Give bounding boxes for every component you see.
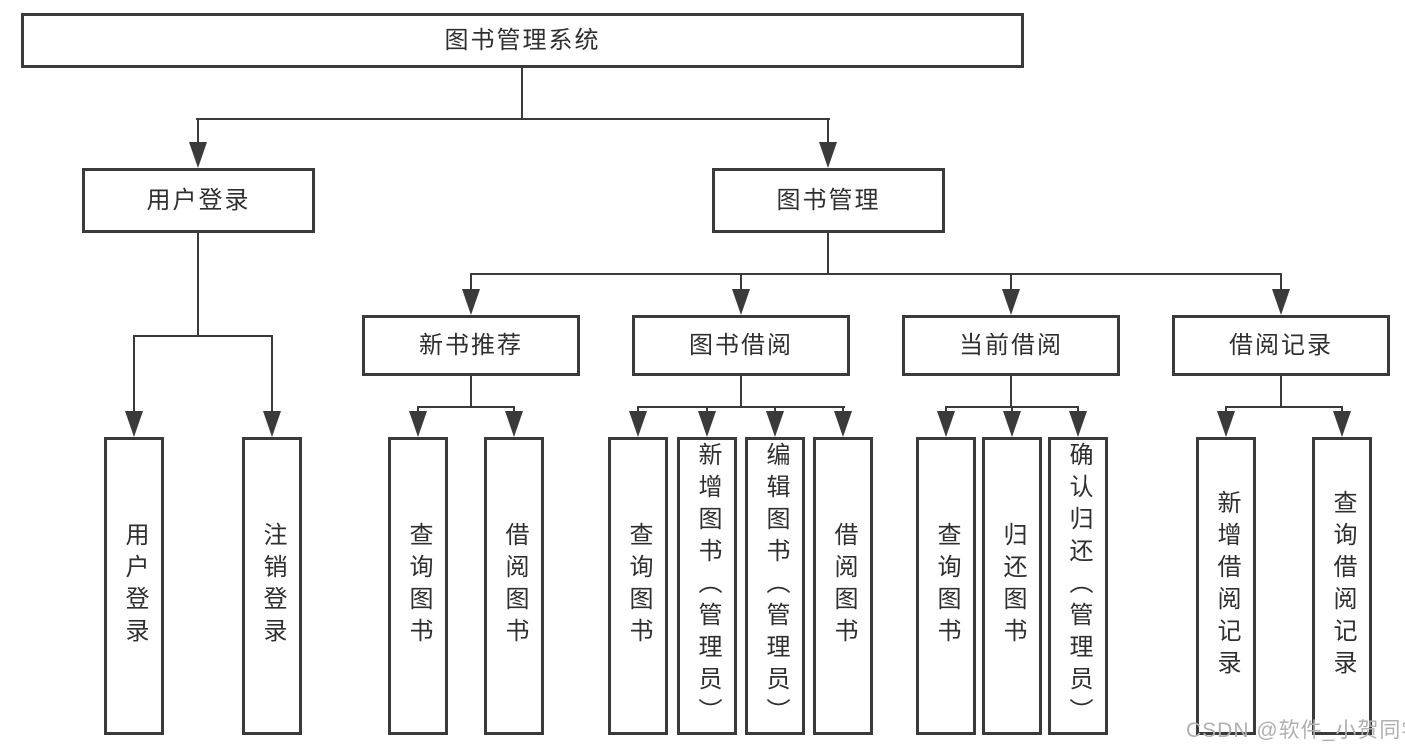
node-leaf-logout: 注销登录 <box>242 437 302 735</box>
node-label: 确认归还（管理员） <box>1065 442 1092 730</box>
connector-line <box>637 406 639 414</box>
node-leaf-query-book-current: 查询图书 <box>916 437 976 735</box>
node-label: 用户登录 <box>121 522 148 650</box>
arrow-down-icon <box>1217 411 1235 437</box>
connector-line <box>470 273 1282 275</box>
node-leaf-add-borrow-record: 新增借阅记录 <box>1196 437 1256 735</box>
connector-line <box>417 406 419 414</box>
arrow-down-icon <box>629 411 647 437</box>
node-book-management: 图书管理 <box>712 168 945 233</box>
connector-line <box>774 406 776 414</box>
connector-line <box>417 406 515 408</box>
node-label: 当前借阅 <box>959 331 1063 359</box>
connector-line <box>1010 273 1012 293</box>
node-label: 借阅图书 <box>830 522 857 650</box>
node-leaf-query-borrow-record: 查询借阅记录 <box>1312 437 1372 735</box>
node-label: 图书管理 <box>776 186 881 214</box>
connector-line <box>1341 406 1343 414</box>
connector-line <box>521 68 523 120</box>
arrow-down-icon <box>732 289 750 315</box>
connector-line <box>827 118 829 146</box>
node-label: 新增图书（管理员） <box>694 442 721 730</box>
arrow-down-icon <box>263 411 281 437</box>
node-borrow-record: 借阅记录 <box>1172 315 1390 376</box>
connector-line <box>470 376 472 408</box>
arrow-down-icon <box>1333 411 1351 437</box>
connector-line <box>470 273 472 293</box>
node-label: 借阅记录 <box>1229 331 1333 359</box>
arrow-down-icon <box>409 411 427 437</box>
arrow-down-icon <box>819 142 837 168</box>
arrow-down-icon <box>1069 411 1087 437</box>
node-library-management-system: 图书管理系统 <box>21 13 1024 68</box>
connector-line <box>197 233 199 337</box>
connector-line <box>1010 376 1012 408</box>
node-leaf-edit-book-admin: 编辑图书（管理员） <box>745 437 805 735</box>
arrow-down-icon <box>1272 289 1290 315</box>
connector-line <box>706 406 708 414</box>
node-leaf-add-book-admin: 新增图书（管理员） <box>677 437 737 735</box>
arrow-down-icon <box>766 411 784 437</box>
connector-line <box>133 335 273 337</box>
node-label: 编辑图书（管理员） <box>762 442 789 730</box>
node-leaf-return-book: 归还图书 <box>982 437 1042 735</box>
connector-line <box>1280 376 1282 408</box>
node-label: 图书借阅 <box>689 331 793 359</box>
node-label: 新书推荐 <box>419 331 523 359</box>
connector-line <box>637 406 845 408</box>
connector-line <box>1077 406 1079 414</box>
arrow-down-icon <box>698 411 716 437</box>
node-leaf-query-book-recommend: 查询图书 <box>388 437 448 735</box>
connector-line <box>197 118 199 146</box>
node-current-borrow: 当前借阅 <box>902 315 1120 376</box>
node-label: 借阅图书 <box>501 522 528 650</box>
connector-line <box>827 233 829 275</box>
node-label: 查询图书 <box>405 522 432 650</box>
connector-line <box>945 406 947 414</box>
arrow-down-icon <box>834 411 852 437</box>
arrow-down-icon <box>462 289 480 315</box>
node-label: 注销登录 <box>259 522 286 650</box>
connector-line <box>196 118 830 120</box>
node-leaf-user-login: 用户登录 <box>104 437 164 735</box>
connector-line <box>513 406 515 414</box>
node-book-borrow: 图书借阅 <box>632 315 850 376</box>
node-label: 查询图书 <box>625 522 652 650</box>
connector-line <box>842 406 844 414</box>
connector-line <box>740 273 742 293</box>
connector-line <box>133 335 135 415</box>
node-leaf-query-book-borrow: 查询图书 <box>608 437 668 735</box>
node-new-book-recommend: 新书推荐 <box>362 315 580 376</box>
connector-line <box>1225 406 1227 414</box>
arrow-down-icon <box>937 411 955 437</box>
node-label: 新增借阅记录 <box>1213 490 1240 682</box>
arrow-down-icon <box>1003 411 1021 437</box>
connector-line <box>740 376 742 408</box>
node-label: 图书管理系统 <box>444 26 601 54</box>
node-label: 查询借阅记录 <box>1329 490 1356 682</box>
node-leaf-confirm-return-admin: 确认归还（管理员） <box>1048 437 1108 735</box>
node-label: 查询图书 <box>933 522 960 650</box>
watermark: CSDN @软件_小贺同学 <box>1186 719 1405 742</box>
node-label: 用户登录 <box>146 186 251 214</box>
arrow-down-icon <box>189 142 207 168</box>
connector-line <box>271 335 273 415</box>
connector-line <box>1280 273 1282 293</box>
node-leaf-borrow-book: 借阅图书 <box>813 437 873 735</box>
connector-line <box>1011 406 1013 414</box>
arrow-down-icon <box>125 411 143 437</box>
arrow-down-icon <box>1002 289 1020 315</box>
node-user-login: 用户登录 <box>82 168 315 233</box>
node-label: 归还图书 <box>999 522 1026 650</box>
node-leaf-borrow-book-recommend: 借阅图书 <box>484 437 544 735</box>
arrow-down-icon <box>505 411 523 437</box>
connector-line <box>1225 406 1343 408</box>
